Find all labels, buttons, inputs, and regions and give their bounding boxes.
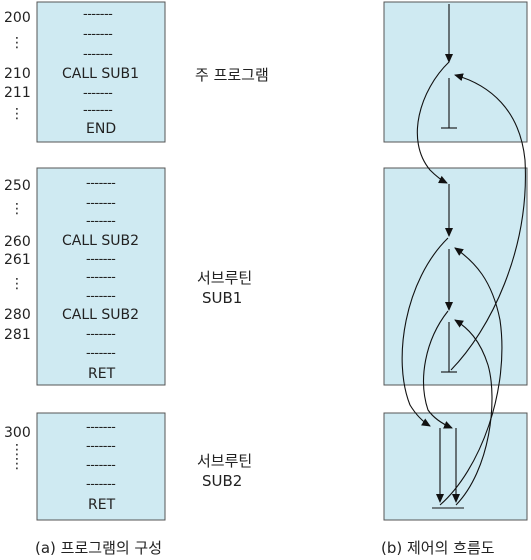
address-label: 281: [4, 327, 31, 343]
code-line: -------: [83, 103, 113, 118]
code-line: -------: [86, 327, 116, 342]
code-line: -------: [86, 346, 116, 361]
code-line-ret: RET: [88, 497, 116, 513]
sub2-label-line1: 서브루틴: [197, 452, 252, 470]
address-label: 200: [4, 10, 31, 26]
code-line-call-sub2: CALL SUB2: [62, 233, 139, 249]
code-line: -------: [86, 196, 116, 211]
code-line: -------: [86, 439, 116, 454]
address-ellipsis: ⋮: [10, 35, 24, 51]
code-line: -------: [83, 47, 113, 62]
call-sub2-first-arrow: [401, 237, 449, 427]
code-line: -------: [86, 270, 116, 285]
sub2-box: [36, 412, 166, 521]
address-ellipsis: ⋮: [10, 276, 24, 292]
address-label: 300: [4, 425, 31, 441]
sub1-box: [36, 167, 166, 386]
call-sub2-second-arrow: [423, 310, 453, 429]
code-line-call-sub2: CALL SUB2: [62, 307, 139, 323]
code-line-ret: RET: [88, 366, 116, 382]
code-line: -------: [86, 252, 116, 267]
return-sub1-second-arrow: [454, 319, 493, 506]
code-line-end: END: [86, 121, 116, 137]
address-label: 210: [4, 66, 31, 82]
sub1-label-line2: SUB1: [202, 289, 242, 307]
code-line: -------: [83, 27, 113, 42]
address-ellipsis: ⋮: [10, 106, 24, 122]
sub2-label-line2: SUB2: [202, 472, 242, 490]
address-ellipsis: ⋮: [10, 442, 24, 458]
address-label: 211: [4, 85, 31, 101]
control-flow-caption: (b) 제어의 흐름도: [381, 539, 495, 557]
main-flow-box: [383, 1, 528, 143]
code-line: -------: [86, 458, 116, 473]
code-line: -------: [86, 420, 116, 435]
call-sub1-arrow: [416, 61, 450, 184]
address-ellipsis: ⋮: [10, 201, 24, 217]
code-line: -------: [86, 289, 116, 304]
address-ellipsis: ⋮: [10, 456, 24, 472]
address-label: 280: [4, 307, 31, 323]
return-sub1-first-arrow: [439, 247, 503, 506]
code-line: -------: [83, 86, 113, 101]
code-line: -------: [86, 176, 116, 191]
main-program-label: 주 프로그램: [195, 66, 269, 84]
code-line: -------: [86, 477, 116, 492]
code-line-call-sub1: CALL SUB1: [62, 66, 139, 82]
sub1-label-line1: 서브루틴: [197, 269, 252, 287]
sub1-flow-box: [383, 167, 528, 386]
address-label: 261: [4, 252, 31, 268]
code-line: -------: [86, 214, 116, 229]
address-label: 260: [4, 234, 31, 250]
main-program-box: [36, 1, 166, 143]
address-label: 250: [4, 178, 31, 194]
return-main-arrow: [450, 73, 526, 371]
code-line: -------: [83, 7, 113, 22]
structure-caption: (a) 프로그램의 구성: [35, 539, 162, 557]
